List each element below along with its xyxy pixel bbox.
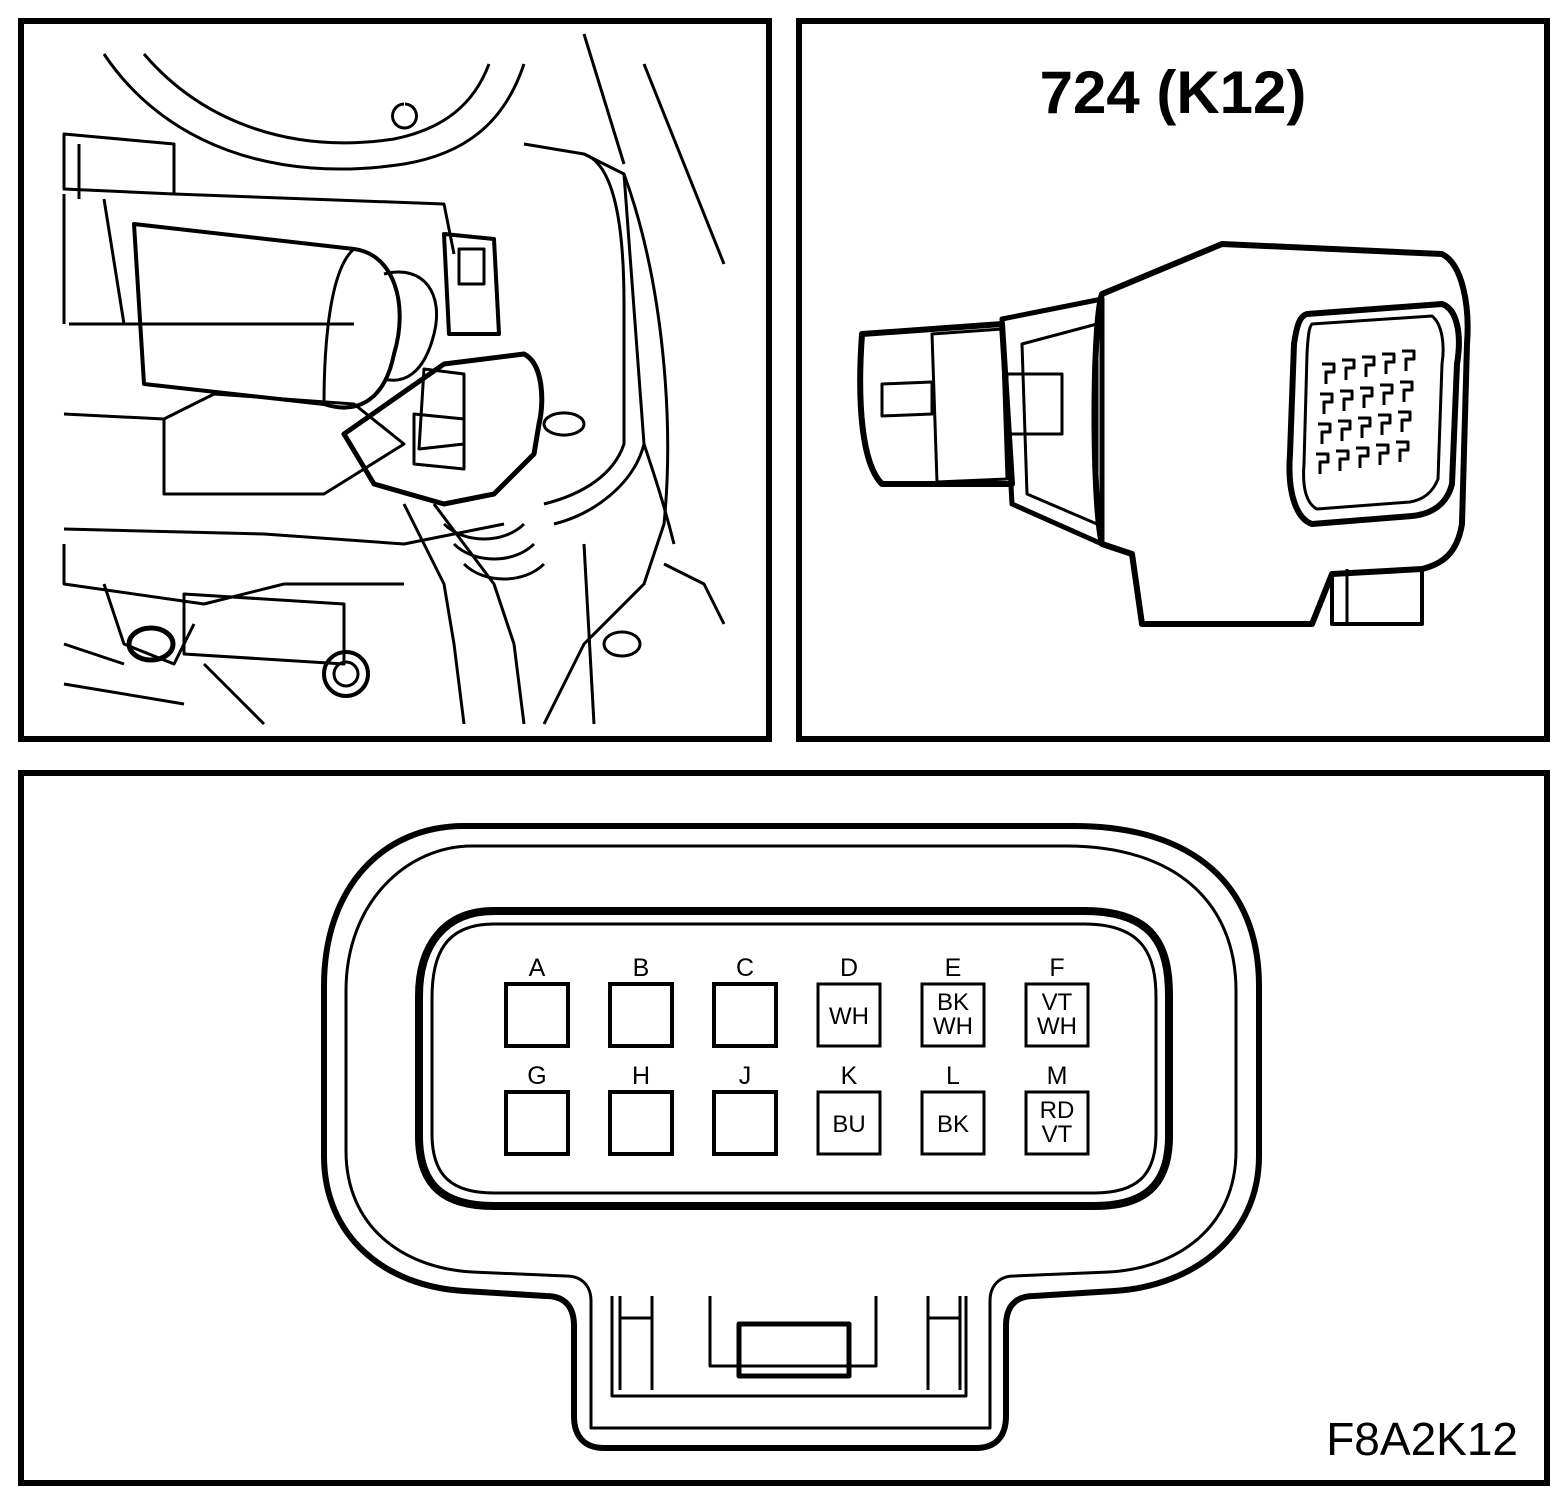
latch-window bbox=[736, 1321, 852, 1379]
pin-letter: J bbox=[739, 1062, 752, 1090]
pin-cavity bbox=[712, 1090, 778, 1156]
pin-letter: E bbox=[945, 954, 962, 982]
pin-cavity bbox=[504, 1090, 570, 1156]
pin-wire-color: VT bbox=[1042, 989, 1073, 1016]
pin-wire-color: WH bbox=[933, 1013, 973, 1040]
connector-view-panel: 724 (K12) bbox=[796, 18, 1550, 742]
pin-cavity bbox=[816, 1090, 882, 1156]
pin-letter: L bbox=[946, 1062, 960, 1090]
connector-face-cavity-inner bbox=[430, 922, 1158, 1195]
pin-A: A bbox=[504, 954, 570, 1048]
pin-letter: G bbox=[527, 1062, 546, 1090]
pin-wire-color: BK bbox=[937, 1111, 969, 1138]
pin-B: B bbox=[608, 954, 674, 1048]
pin-letter: B bbox=[633, 954, 650, 982]
connector-title: 724 (K12) bbox=[1039, 59, 1307, 126]
pin-K: K BU bbox=[816, 1062, 882, 1156]
pin-G: G bbox=[504, 1062, 570, 1156]
pin-C: C bbox=[712, 954, 778, 1048]
pin-cavity bbox=[504, 982, 570, 1048]
pin-wire-color: BU bbox=[832, 1111, 865, 1138]
pin-wire-color: VT bbox=[1042, 1121, 1073, 1148]
pin-cavity bbox=[920, 1090, 986, 1156]
pin-cavity bbox=[816, 982, 882, 1048]
pin-H: H bbox=[608, 1062, 674, 1156]
latch-inner bbox=[708, 1296, 878, 1368]
connector-3d-drawing bbox=[857, 241, 1471, 627]
pin-letter: K bbox=[841, 1062, 858, 1090]
pin-letter: D bbox=[840, 954, 858, 982]
pin-wire-color: WH bbox=[1037, 1013, 1077, 1040]
pin-letter: C bbox=[736, 954, 754, 982]
pin-cavity bbox=[920, 982, 986, 1048]
pin-L: L BK bbox=[920, 1062, 986, 1156]
pin-J: J bbox=[712, 1062, 778, 1156]
pin-cavity bbox=[1024, 1090, 1090, 1156]
pin-letter: F bbox=[1049, 954, 1064, 982]
pin-letter: H bbox=[632, 1062, 650, 1090]
pin-cavity bbox=[608, 982, 674, 1048]
location-illustration-panel bbox=[18, 18, 772, 742]
connector-outer-shell bbox=[321, 823, 1262, 1451]
latch-rib-left bbox=[618, 1296, 654, 1390]
pin-wire-color: WH bbox=[829, 1003, 869, 1030]
pin-cavity bbox=[712, 982, 778, 1048]
pin-wire-color: RD bbox=[1040, 1097, 1075, 1124]
pin-cavity bbox=[608, 1090, 674, 1156]
pin-wire-color: BK bbox=[937, 989, 969, 1016]
pin-D: D WH bbox=[816, 954, 882, 1048]
pin-cavity bbox=[1024, 982, 1090, 1048]
connector-inner-shell bbox=[344, 844, 1238, 1430]
pin-letter: M bbox=[1047, 1062, 1068, 1090]
latch-rib-right bbox=[926, 1296, 962, 1390]
connector-face-cavity bbox=[415, 907, 1173, 1210]
figure-code: F8A2K12 bbox=[1326, 1413, 1518, 1465]
pin-letter: A bbox=[529, 954, 546, 982]
latch-outer bbox=[610, 1296, 968, 1398]
location-illustration bbox=[62, 33, 726, 726]
